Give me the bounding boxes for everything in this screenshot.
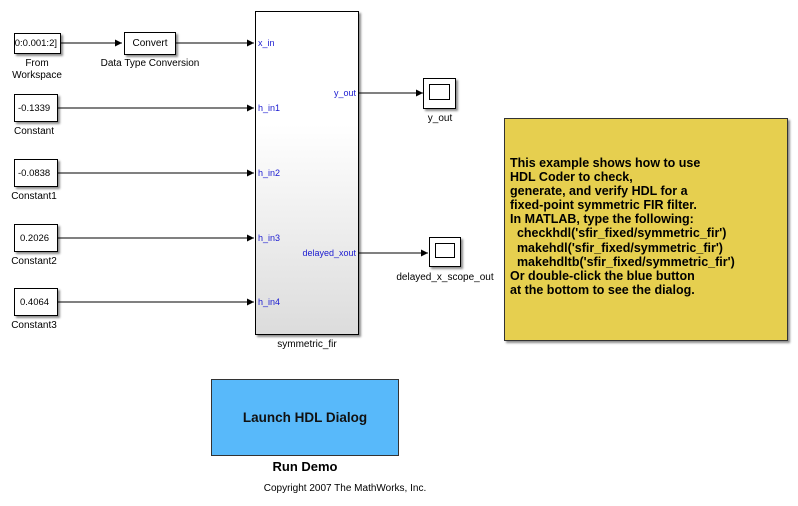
constant1-label: Constant1 xyxy=(11,191,57,202)
inport-h-in3: h_in3 xyxy=(258,233,281,243)
symmetric-fir-label: symmetric_fir xyxy=(277,339,337,350)
from-workspace-value: [0:0.001:2] xyxy=(14,38,57,49)
description-text: This example shows how to use HDL Coder … xyxy=(510,156,735,297)
constant2-label: Constant2 xyxy=(11,256,57,267)
delayed-x-scope-block[interactable] xyxy=(429,237,461,267)
delayed-x-scope-label: delayed_x_scope_out xyxy=(396,272,494,283)
from-workspace-label-line2: Workspace xyxy=(12,70,62,81)
copyright-text: Copyright 2007 The MathWorks, Inc. xyxy=(263,483,427,494)
constant-value: -0.1339 xyxy=(18,103,51,114)
outport-delayed-xout: delayed_xout xyxy=(302,248,356,258)
constant1-value: -0.0838 xyxy=(18,168,51,179)
launch-hdl-dialog-label: Launch HDL Dialog xyxy=(242,410,368,425)
constant1-block[interactable]: -0.0838 xyxy=(14,159,58,187)
constant3-label: Constant3 xyxy=(11,320,57,331)
y-out-scope-label: y_out xyxy=(427,113,453,124)
outport-y-out: y_out xyxy=(333,88,356,98)
from-workspace-block[interactable]: [0:0.001:2] xyxy=(14,33,61,54)
from-workspace-label: From Workspace xyxy=(7,58,67,82)
inport-x-in: x_in xyxy=(258,38,275,48)
constant-label: Constant xyxy=(13,126,55,137)
constant-block[interactable]: -0.1339 xyxy=(14,94,58,122)
constant2-value: 0.2026 xyxy=(20,233,50,244)
launch-hdl-dialog-button[interactable]: Launch HDL Dialog xyxy=(211,379,399,456)
from-workspace-label-line1: From xyxy=(25,58,49,69)
inport-h-in4: h_in4 xyxy=(258,297,281,307)
constant2-block[interactable]: 0.2026 xyxy=(14,224,58,252)
scope-screen-icon xyxy=(429,84,450,100)
constant3-value: 0.4064 xyxy=(20,297,50,308)
constant3-block[interactable]: 0.4064 xyxy=(14,288,58,316)
scope-screen-icon xyxy=(435,243,455,258)
data-type-conversion-label: Data Type Conversion xyxy=(100,58,200,69)
data-type-conversion-block[interactable]: Convert xyxy=(124,32,176,55)
convert-text: Convert xyxy=(132,38,168,49)
inport-h-in1: h_in1 xyxy=(258,103,281,113)
inport-h-in2: h_in2 xyxy=(258,168,281,178)
run-demo-caption: Run Demo xyxy=(272,459,338,474)
y-out-scope-block[interactable] xyxy=(423,78,456,109)
symmetric-fir-subsystem[interactable]: x_in h_in1 h_in2 h_in3 h_in4 y_out delay… xyxy=(255,11,359,335)
description-note: This example shows how to use HDL Coder … xyxy=(504,118,788,341)
